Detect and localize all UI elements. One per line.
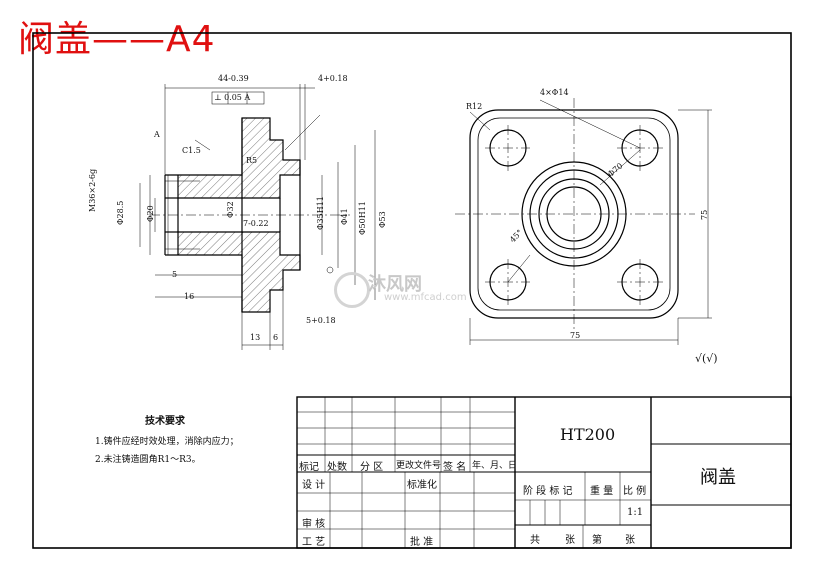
roughness-mark: √(√): [695, 352, 718, 365]
hdr-zone: 分 区: [360, 462, 384, 473]
row-standard: 标准化: [407, 480, 437, 491]
perpendicularity-tolerance: ⊥ 0.05 A: [214, 93, 251, 102]
section-view: [150, 117, 350, 313]
dim-chamfer: C1.5: [182, 146, 201, 155]
scale-value: 1:1: [627, 507, 644, 518]
sheet-title: 阀盖——A4: [18, 19, 216, 60]
hdr-sign: 签 名: [443, 462, 467, 473]
stage-mark: 阶 段 标 记: [523, 486, 573, 497]
dim-length-5: 5: [172, 270, 178, 279]
end-view-centerlines: [455, 98, 695, 330]
dim-d35: Φ35H11: [316, 196, 325, 230]
hdr-count: 处数: [327, 462, 347, 473]
sheets-total-suffix: 张: [565, 535, 575, 546]
dim-d32: Φ32: [226, 201, 235, 218]
hdr-date: 年、月、日: [472, 461, 518, 471]
dim-d50: Φ50H11: [358, 201, 367, 235]
dim-thread: M36×2-6g: [88, 168, 97, 212]
dim-length-16: 16: [184, 292, 195, 301]
sheets-total-prefix: 共: [530, 535, 540, 546]
section-dimensions: [139, 84, 376, 350]
watermark-brand: 沐风网: [368, 274, 422, 295]
dim-length-13: 13: [250, 333, 261, 342]
dim-length-7: 7-0.22: [243, 219, 269, 228]
dim-d28-5: Φ28.5: [116, 200, 125, 225]
dim-d53: Φ53: [378, 211, 387, 228]
ratio-label: 比 例: [623, 486, 647, 497]
title-block-grid: [296, 396, 792, 549]
tech-heading: 技术要求: [145, 416, 185, 427]
tech-item-2: 2.未注铸造圆角R1～R3。: [95, 455, 201, 465]
sheet-no-prefix: 第: [592, 535, 602, 546]
part-name: 阀盖: [700, 467, 736, 488]
dim-flange-thickness: 4+0.18: [318, 74, 348, 83]
watermark-logo: [334, 272, 370, 308]
end-view-dimensions: [469, 99, 712, 345]
dim-d41: Φ41: [340, 208, 349, 225]
dim-length-5b: 5+0.18: [306, 316, 336, 325]
weight-label: 重 量: [590, 486, 614, 497]
row-design: 设 计: [302, 480, 326, 491]
material-label: HT200: [560, 425, 616, 444]
dim-height-75: 75: [700, 209, 709, 220]
dim-overall-length: 44-0.39: [218, 74, 249, 83]
row-review: 审 核: [302, 519, 326, 530]
sheet-no-suffix: 张: [625, 535, 635, 546]
row-process: 工 艺: [302, 537, 326, 548]
watermark-url: www.mfcad.com: [384, 292, 467, 303]
hdr-change: 更改文件号: [396, 461, 442, 471]
dim-d20: Φ20: [146, 205, 155, 222]
datum-label: A: [154, 130, 160, 139]
dim-length-6: 6: [273, 333, 279, 342]
row-approve: 批 准: [410, 537, 434, 548]
dim-radius-r5: R5: [246, 156, 258, 165]
dim-width-75: 75: [570, 331, 581, 340]
hdr-mark: 标记: [299, 462, 319, 473]
tech-item-1: 1.铸件应经时效处理，消除内应力；: [95, 437, 239, 447]
dim-holes: 4×Φ14: [540, 88, 569, 97]
section-upper: [165, 117, 301, 199]
dim-r12: R12: [466, 102, 483, 111]
